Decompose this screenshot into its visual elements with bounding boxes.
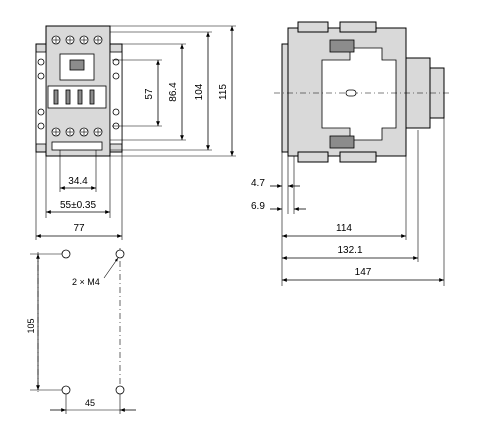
left-terminal-strip	[35, 51, 47, 145]
dim-label-105: 105	[26, 318, 36, 333]
dim-label-45: 45	[85, 398, 95, 408]
side-mount-strip	[281, 43, 289, 153]
dim-label-34-4: 34.4	[68, 176, 88, 187]
dim-label-115: 115	[218, 84, 229, 100]
dim-label-77: 77	[73, 223, 85, 234]
dim-label-147: 147	[355, 267, 372, 278]
screw-note: 2 × M4	[72, 277, 100, 287]
side-terminals	[37, 58, 120, 130]
side-inner-housing	[321, 47, 397, 141]
dim-label-132-1: 132.1	[337, 245, 362, 256]
mount-hole-bottom-left	[61, 385, 71, 395]
mount-hole-top-right	[115, 249, 125, 259]
dim-label-86-4: 86.4	[168, 82, 179, 102]
side-view: 4.7 6.9 114 132.1 147	[251, 21, 452, 286]
front-indicator	[69, 59, 85, 71]
mount-hole-bottom-right	[115, 385, 125, 395]
mount-hole-top	[61, 249, 71, 259]
right-terminal-strip	[109, 51, 123, 145]
dim-label-114: 114	[336, 223, 352, 234]
dim-label-4-7: 4.7	[251, 178, 265, 189]
top-terminals	[51, 35, 103, 45]
dim-label-6-9: 6.9	[251, 201, 265, 212]
front-view: 57 86.4 104 115 34.4 55±0.35 77	[35, 25, 236, 240]
dim-label-104: 104	[194, 83, 205, 100]
dim-label-55: 55±0.35	[60, 200, 97, 211]
dim-label-57: 57	[144, 88, 155, 100]
mounting-pattern: 2 × M4 105 45	[26, 248, 136, 414]
bottom-terminals	[51, 127, 103, 137]
